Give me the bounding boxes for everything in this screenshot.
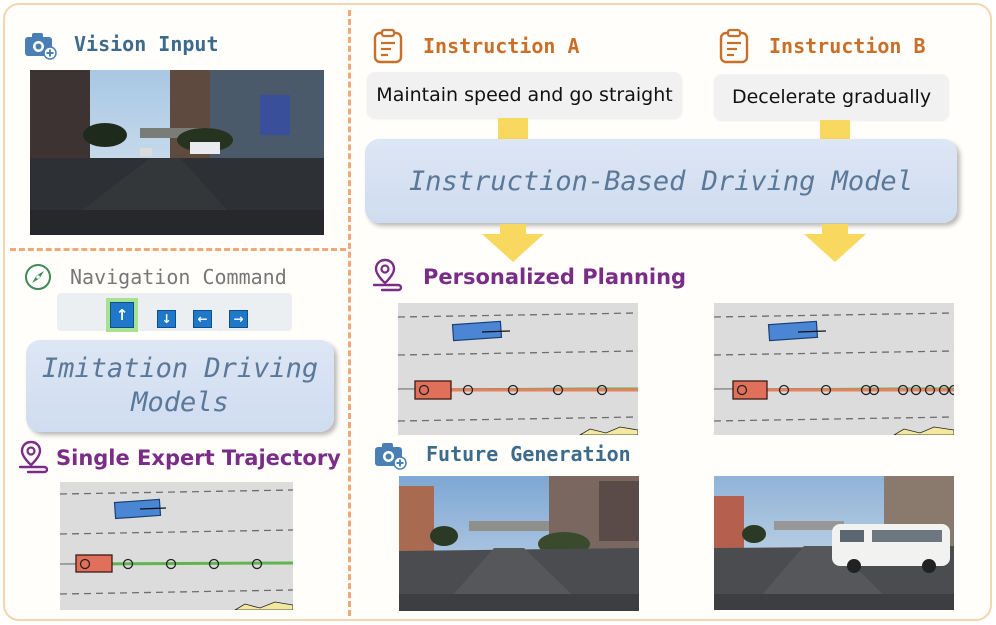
arrow-down-a: [482, 224, 544, 262]
imitation-model-line2: Models: [131, 387, 229, 418]
nav-key-right[interactable]: →: [229, 310, 248, 328]
instruction-b-title: Instruction B: [769, 34, 926, 58]
camera-icon: [25, 33, 57, 60]
expert-trajectory-plot: [60, 482, 293, 610]
arrow-down-b: [804, 224, 866, 262]
nav-key-up[interactable]: ↑: [106, 298, 138, 332]
ego-vehicle: [75, 554, 113, 573]
planning-b-plot: [714, 303, 954, 435]
other-vehicle: [113, 498, 162, 520]
nav-key-down[interactable]: ↓: [157, 310, 176, 328]
instruction-b-text: Decelerate gradually: [714, 74, 949, 120]
future-frame-a: [399, 476, 639, 611]
horizontal-divider: [10, 248, 346, 251]
location-pin-icon: [18, 440, 49, 474]
single-expert-trajectory-title: Single Expert Trajectory: [56, 446, 341, 470]
other-vehicle: [451, 320, 503, 342]
personalized-planning-title: Personalized Planning: [423, 265, 687, 289]
connector-a-in: [498, 118, 528, 142]
instruction-based-model-box: Instruction-Based Driving Model: [365, 139, 957, 223]
instruction-a-title: Instruction A: [423, 34, 580, 58]
navigation-command-strip: ↑ ↓ ← →: [57, 293, 292, 332]
connector-b-in: [820, 120, 850, 142]
ego-vehicle: [414, 380, 452, 400]
planning-a-plot: [398, 303, 638, 435]
compass-icon: [25, 264, 51, 290]
instruction-based-model-label: Instruction-Based Driving Model: [409, 165, 913, 197]
location-pin-icon: [372, 258, 403, 292]
clipboard-icon: [719, 28, 749, 64]
vision-input-title: Vision Input: [74, 32, 219, 56]
imitation-model-line1: Imitation Driving: [41, 353, 319, 384]
future-generation-title: Future Generation: [426, 442, 631, 466]
navigation-command-title: Navigation Command: [70, 265, 287, 289]
imitation-driving-models-box: Imitation Driving Models: [26, 340, 334, 432]
future-frame-b: [714, 476, 954, 610]
vision-input-image: [30, 70, 324, 235]
instruction-a-text: Maintain speed and go straight: [367, 72, 682, 118]
camera-icon: [375, 443, 407, 470]
vertical-divider: [348, 10, 351, 616]
other-vehicle: [767, 320, 819, 342]
nav-key-left[interactable]: ←: [193, 310, 212, 328]
clipboard-icon: [373, 28, 403, 64]
expert-path: [83, 561, 293, 566]
